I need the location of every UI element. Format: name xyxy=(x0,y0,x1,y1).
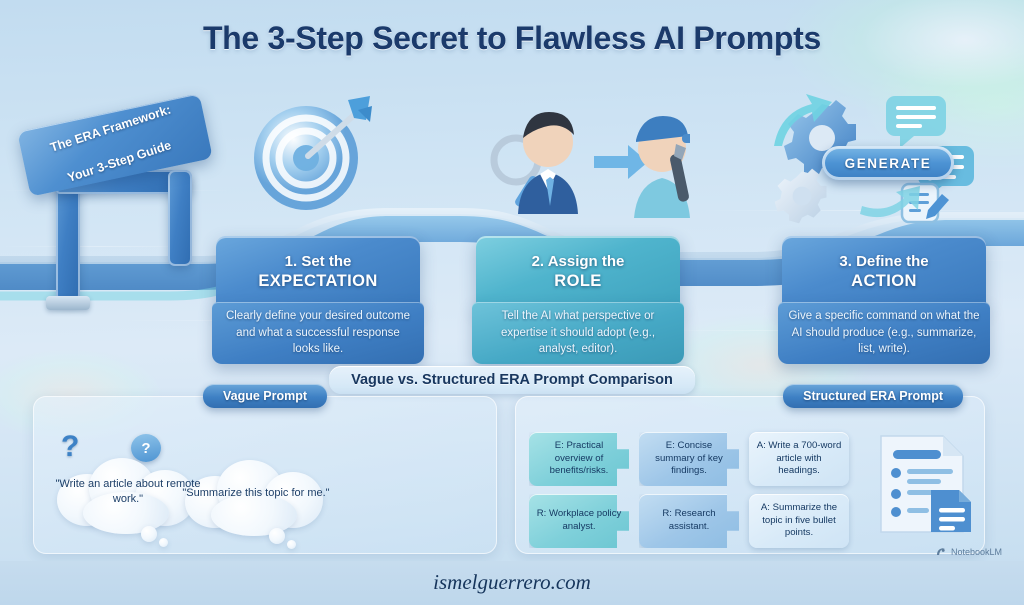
page-title: The 3-Step Secret to Flawless AI Prompts xyxy=(202,20,822,56)
structured-document-icon xyxy=(880,435,971,533)
step-2-keyword: ROLE xyxy=(554,272,602,291)
notebooklm-logo-icon xyxy=(936,548,945,555)
comparison-title: Vague vs. Structured ERA Prompt Comparis… xyxy=(329,366,695,394)
step-3-description: Give a specific command on what the AI s… xyxy=(788,310,980,356)
thought-cloud-icon: "Summarize this topic for me." xyxy=(181,454,331,549)
generate-button-label: GENERATE xyxy=(844,155,932,171)
target-arrow-icon xyxy=(254,96,372,210)
step-1-platform: 1. Set the EXPECTATION xyxy=(216,236,420,308)
question-mark-icon: ? xyxy=(61,430,80,463)
step-1-number: 1. Set the xyxy=(284,252,352,270)
generate-button[interactable]: GENERATE xyxy=(822,146,954,180)
vague-bubble-2-text: "Summarize this topic for me." xyxy=(182,487,330,500)
step-1-description-block: Clearly define your desired outcome and … xyxy=(212,302,424,365)
step-2-description-block: Tell the AI what perspective or expertis… xyxy=(472,302,684,365)
era-card-a1[interactable]: A: Write a 700-word article with heading… xyxy=(749,432,849,486)
era-card-r1[interactable]: R: Workplace policy analyst. xyxy=(529,494,629,548)
step-3-number: 3. Define the xyxy=(839,252,929,270)
footer-bar xyxy=(0,561,1024,605)
era-card-e2-text: E: Concise summary of key findings. xyxy=(655,440,723,477)
step-1-description: Clearly define your desired outcome and … xyxy=(225,310,411,356)
gears-generate-icon: GENERATE xyxy=(768,88,1016,238)
era-card-a2[interactable]: A: Summarize the topic in five bullet po… xyxy=(749,494,849,548)
step-2-description: Tell the AI what perspective or expertis… xyxy=(500,310,656,356)
structured-era-chip: Structured ERA Prompt xyxy=(783,384,963,408)
era-card-e1[interactable]: E: Practical overview of benefits/risks. xyxy=(529,432,629,486)
step-2-platform: 2. Assign the ROLE xyxy=(476,236,680,308)
footer-site-url: ismelguerrero.com xyxy=(433,570,591,594)
two-persona-arrow-icon xyxy=(490,112,690,218)
step-3-platform: 3. Define the ACTION xyxy=(782,236,986,308)
era-card-r1-text: R: Workplace policy analyst. xyxy=(536,508,622,532)
thought-cloud-icon: "Write an article about remote work." xyxy=(53,452,203,547)
question-bubble-icon: ? xyxy=(131,434,161,462)
vague-bubble-1-text: "Write an article about remote work." xyxy=(55,477,201,505)
era-card-a1-text: A: Write a 700-word article with heading… xyxy=(756,440,842,477)
era-card-e1-text: E: Practical overview of benefits/risks. xyxy=(549,440,609,477)
notebooklm-watermark-label: NotebookLM xyxy=(950,546,1002,557)
era-card-r2[interactable]: R: Research assistant. xyxy=(639,494,739,548)
notebooklm-watermark: NotebookLM xyxy=(936,546,1002,557)
era-card-a2-text: A: Summarize the topic in five bullet po… xyxy=(760,502,838,539)
step-3-keyword: ACTION xyxy=(851,272,917,291)
vague-prompt-panel: Vague Prompt ? ? "Write an article about… xyxy=(33,384,497,554)
gateway-arch-icon xyxy=(40,148,200,310)
step-2-number: 2. Assign the xyxy=(531,252,625,270)
era-card-r2-text: R: Research assistant. xyxy=(662,508,716,532)
vague-prompt-chip: Vague Prompt xyxy=(202,384,328,408)
era-card-e2[interactable]: E: Concise summary of key findings. xyxy=(639,432,739,486)
step-3-description-block: Give a specific command on what the AI s… xyxy=(778,302,990,365)
step-1-keyword: EXPECTATION xyxy=(258,272,378,291)
